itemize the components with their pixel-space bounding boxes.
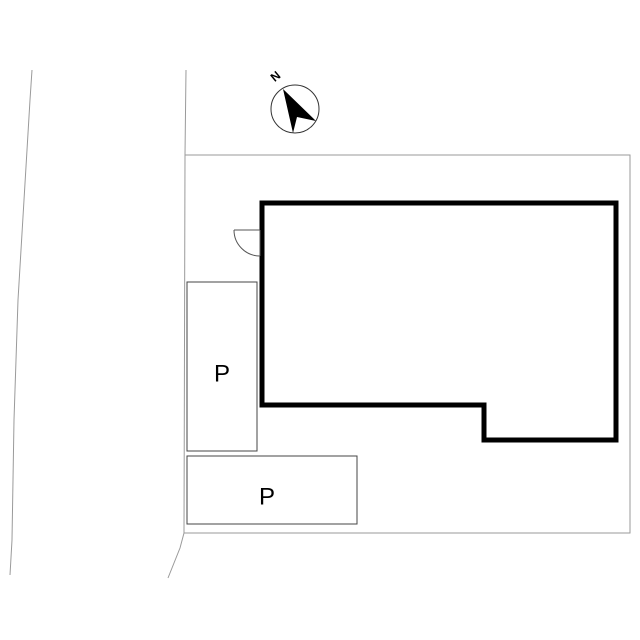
lot-boundary <box>184 154 631 534</box>
north-label: N <box>268 68 284 84</box>
compass-ring <box>270 84 320 134</box>
parking-space-1: P <box>186 281 258 452</box>
building-outline <box>259 200 619 443</box>
parking-label-2: P <box>259 483 275 510</box>
road-edge-right <box>167 69 187 579</box>
compass-needle <box>283 89 316 133</box>
entrance-door <box>233 229 261 257</box>
parking-label-1: P <box>214 360 230 387</box>
road-edge-left <box>9 69 33 576</box>
north-arrow-icon: N <box>268 68 320 134</box>
parking-space-2: P <box>186 455 358 525</box>
